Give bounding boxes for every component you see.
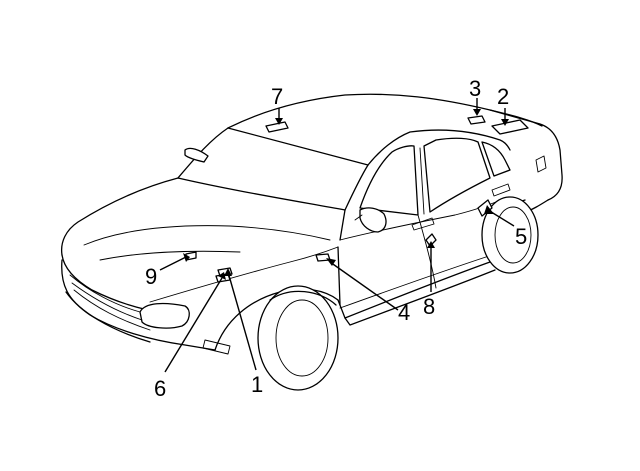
callout-2: 2 <box>497 84 509 109</box>
car-body <box>60 93 563 355</box>
part-2-shape <box>491 119 529 135</box>
callout-8: 8 <box>423 294 435 319</box>
callout-5: 5 <box>515 224 527 249</box>
rear-wheel <box>481 196 539 274</box>
part-7-shape <box>265 121 289 133</box>
callout-7: 7 <box>271 84 283 109</box>
part-5-shape <box>477 199 493 217</box>
callout-4: 4 <box>398 300 410 325</box>
callout-numbers: 7 3 2 5 8 4 9 1 6 <box>145 76 527 401</box>
callout-6: 6 <box>154 376 166 401</box>
part-3-shape <box>467 115 486 125</box>
callout-1: 1 <box>251 372 263 397</box>
leader-lines <box>159 98 515 373</box>
callout-9: 9 <box>145 264 157 289</box>
part-8-shape <box>425 233 437 247</box>
front-wheel <box>257 285 339 391</box>
callout-3: 3 <box>469 76 481 101</box>
